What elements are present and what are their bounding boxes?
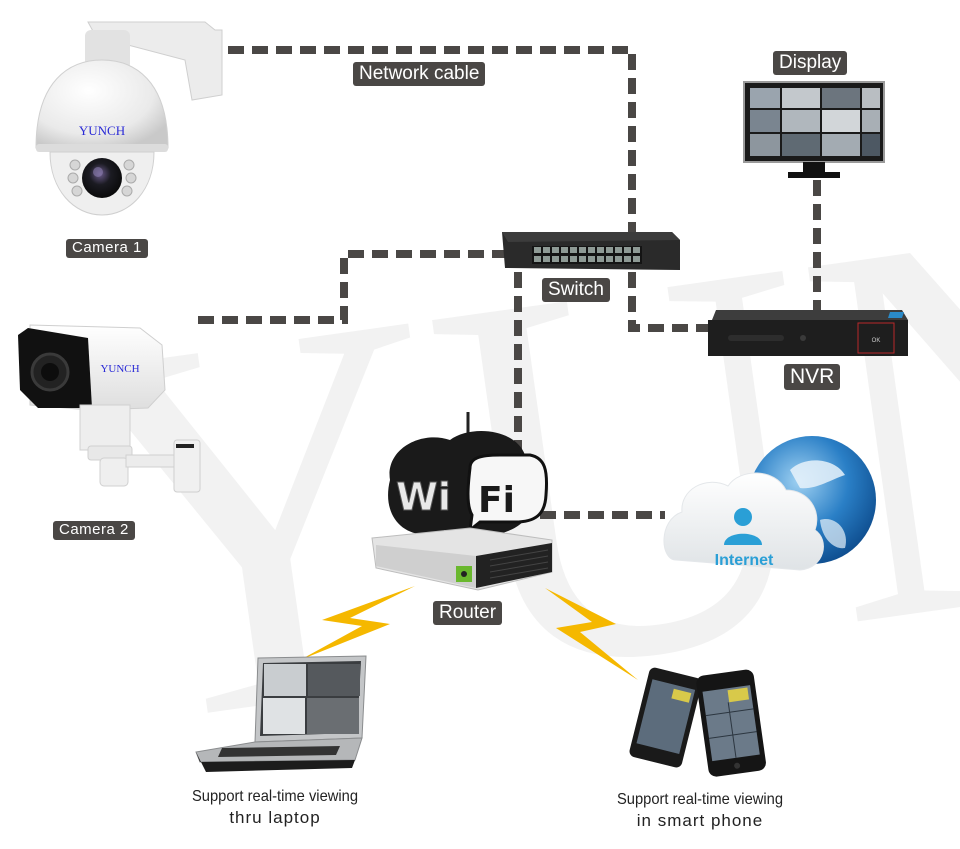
wifi-logo-fi: Fi <box>478 480 515 521</box>
display-camera-grid <box>750 88 880 156</box>
router-label: Router <box>433 601 503 625</box>
cable-camera2-switch <box>198 250 505 324</box>
laptop-caption: Support real-time viewing thru laptop <box>160 788 390 828</box>
cable-camera1-switch <box>228 46 636 240</box>
camera1-brand: YUNCH <box>79 123 125 138</box>
switch-label: Switch <box>542 278 610 302</box>
phone-caption: Support real-time viewing in smart phone <box>590 791 810 831</box>
cable-switch-nvr <box>628 272 712 332</box>
phone-caption-line2: in smart phone <box>636 811 764 830</box>
nvr-label: NVR <box>784 364 841 391</box>
user-icon <box>724 508 762 545</box>
phone-caption-line1: Support real-time viewing <box>616 791 784 808</box>
nvr-ok-button: OK <box>872 338 881 344</box>
laptop-caption-line1: Support real-time viewing <box>191 788 359 805</box>
camera2-label: Camera 2 <box>53 521 135 540</box>
wireless-bolt-laptop <box>300 586 415 660</box>
laptop-screen-grid <box>263 664 360 734</box>
network-cable-label: Network cable <box>353 62 486 86</box>
camera2-brand: YUNCH <box>100 363 139 375</box>
camera1-label: Camera 1 <box>66 239 148 258</box>
internet-label: Internet <box>715 552 774 569</box>
laptop-caption-line2: thru laptop <box>229 808 321 827</box>
display-label: Display <box>773 51 848 75</box>
wifi-logo-wi: Wi <box>396 475 451 519</box>
